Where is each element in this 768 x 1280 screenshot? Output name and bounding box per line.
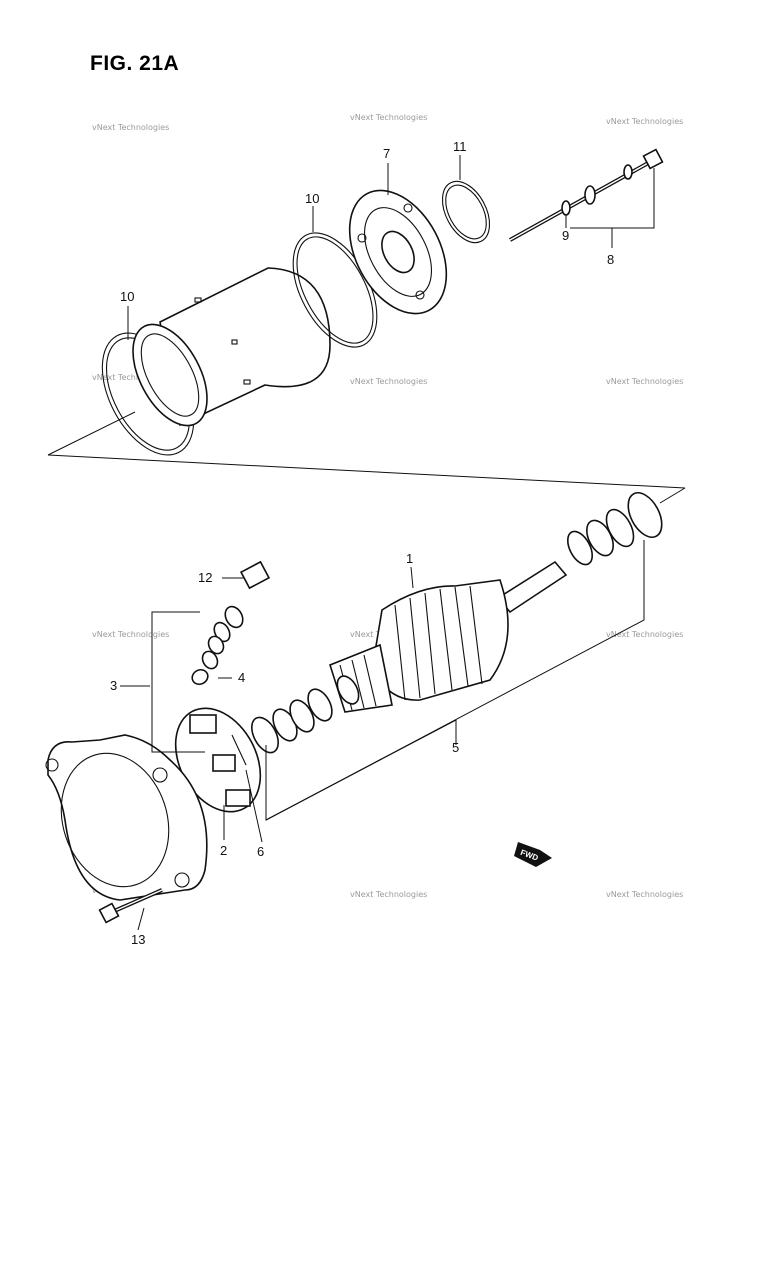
watermark: vNext Technologies	[606, 630, 683, 639]
callout-9: 9	[562, 228, 569, 243]
armature	[329, 560, 568, 713]
brush-holder	[174, 707, 262, 813]
callout-2: 2	[220, 843, 227, 858]
o-ring-right-inner	[296, 236, 374, 344]
watermark: vNext Technologies	[606, 890, 683, 899]
figure-title: FIG. 21A	[90, 52, 180, 75]
callout-10-left: 10	[120, 289, 134, 304]
callout-10-right: 10	[305, 191, 319, 206]
callout-8: 8	[607, 252, 614, 267]
callout-4: 4	[238, 670, 245, 685]
callout-5: 5	[452, 740, 459, 755]
front-end-cover	[45, 734, 208, 901]
shaft-washers-right	[566, 492, 663, 566]
watermark: vNext Technologies	[350, 377, 427, 386]
starter-yoke-housing	[132, 267, 331, 427]
o-ring-small	[441, 180, 491, 244]
assembly-separator	[47, 411, 686, 504]
callout-leaders-lower	[120, 540, 645, 931]
callout-leaders-upper	[127, 155, 655, 340]
forward-direction-marker: FWD	[514, 842, 552, 867]
watermark: vNext Technologies	[350, 890, 427, 899]
callout-13: 13	[131, 932, 145, 947]
callout-7: 7	[383, 146, 390, 161]
callout-12: 12	[198, 570, 212, 585]
terminal-nut-kit	[191, 560, 271, 686]
watermark: vNext Technologies	[606, 377, 683, 386]
callout-3: 3	[110, 678, 117, 693]
watermark: vNext Technologies	[606, 117, 683, 126]
callout-1: 1	[406, 551, 413, 566]
through-bolt-set	[509, 148, 664, 242]
watermark: vNext Technologies	[92, 123, 169, 132]
shaft-washers-left	[251, 688, 333, 754]
watermark: vNext Technologies	[92, 630, 169, 639]
watermark: vNext Technologies	[350, 113, 427, 122]
callout-11: 11	[453, 139, 467, 154]
callout-numbers: 7 11 10 9 8 10 1 12 4 3 5 2 6 13	[110, 139, 614, 947]
mounting-bolt	[98, 888, 163, 924]
watermark: vNext Technologies	[92, 373, 169, 382]
o-ring-small-inner	[445, 184, 487, 240]
rear-end-cover	[348, 189, 448, 315]
callout-6: 6	[257, 844, 264, 859]
